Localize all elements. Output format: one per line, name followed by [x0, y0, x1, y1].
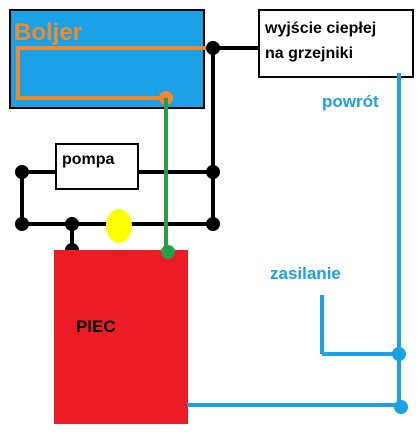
junction-upper-left: [15, 165, 29, 179]
supply-label: zasilanie: [270, 264, 341, 283]
boiler-coil: [16, 46, 213, 100]
junction-lower-right: [206, 217, 220, 231]
hot-output-label: wyjście ciepłej na grzejniki: [264, 20, 381, 62]
junction-lower-left: [15, 217, 29, 231]
blue-junction-bottom: [394, 400, 408, 414]
furnace: [54, 250, 188, 424]
boiler-label: Boljer: [14, 19, 82, 46]
boiler-tank: [9, 9, 205, 109]
pump-box: [55, 143, 139, 190]
hot-output-box: [258, 9, 414, 78]
black-junctions: [15, 41, 220, 257]
green-pipe-connector: [161, 245, 175, 259]
blue-pipes: [187, 73, 401, 407]
junction-lower-mid: [65, 217, 79, 231]
junction-upper-right: [206, 165, 220, 179]
furnace-label: PIEC: [76, 317, 116, 336]
valve-yellow: [106, 209, 132, 243]
blue-junction-supply: [392, 347, 406, 361]
hot-output-line-2: na grzejniki: [265, 45, 353, 62]
return-label: powrót: [322, 92, 379, 111]
hot-output-line-1: wyjście ciepłej: [264, 20, 376, 37]
junction-output: [206, 41, 220, 55]
pump-label: pompa: [62, 151, 115, 168]
